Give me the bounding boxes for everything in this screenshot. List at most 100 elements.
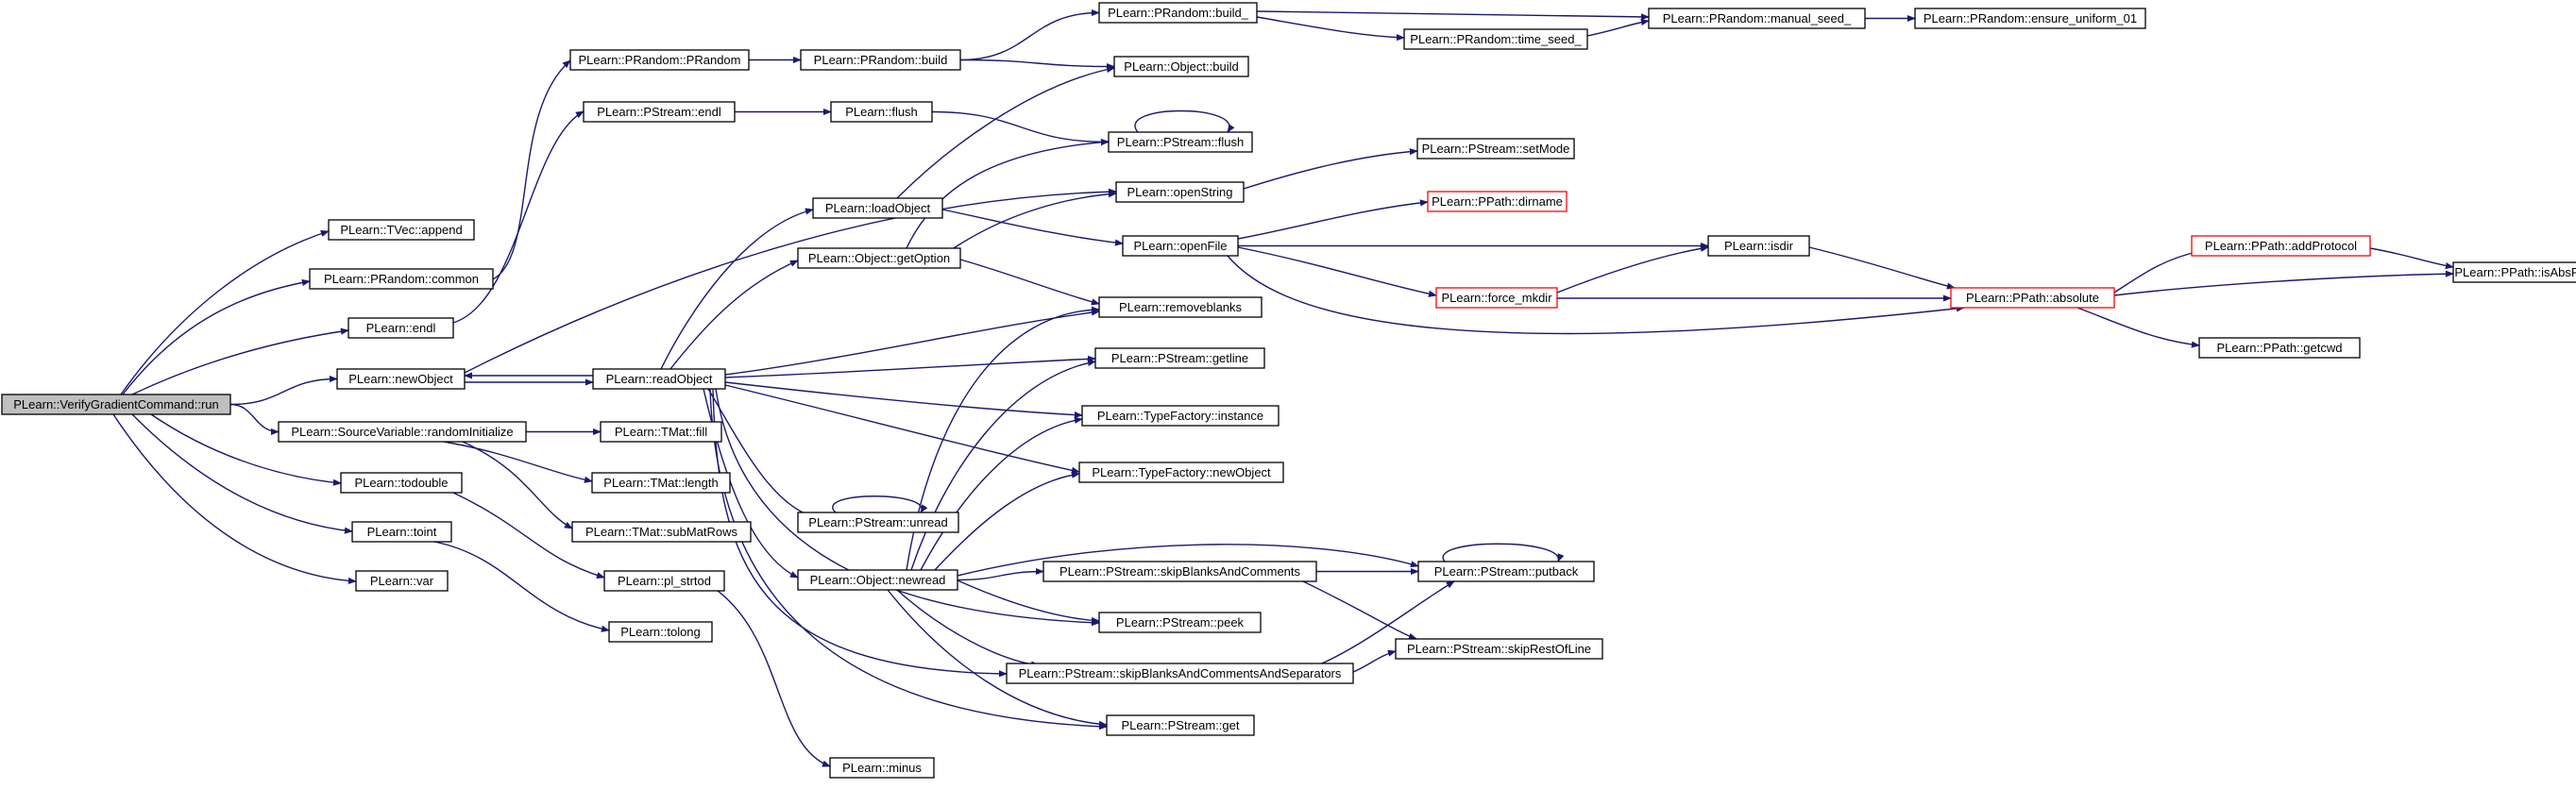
node-openFile[interactable]: PLearn::openFile bbox=[1122, 235, 1239, 257]
edge-getOption-to-openString bbox=[953, 191, 1117, 249]
node-box bbox=[1113, 56, 1249, 77]
node-dirname[interactable]: PLearn::PPath::dirname bbox=[1427, 191, 1568, 212]
node-box bbox=[1427, 191, 1568, 212]
node-prandom_build[interactable]: PLearn::PRandom::build bbox=[800, 49, 961, 71]
node-tmat_length[interactable]: PLearn::TMat::length bbox=[591, 472, 731, 494]
edge-loadObject-to-object_build bbox=[896, 66, 1115, 199]
node-box bbox=[1950, 287, 2115, 309]
edge-addProtocol-to-isAbsPath bbox=[2369, 247, 2454, 270]
node-endl[interactable]: PLearn::endl bbox=[347, 317, 454, 339]
edge-unread-to-unread bbox=[832, 495, 928, 513]
node-label: PLearn::PStream::get bbox=[1121, 718, 1239, 732]
node-tmat_subMatRows[interactable]: PLearn::TMat::subMatRows bbox=[571, 521, 752, 543]
node-flush[interactable]: PLearn::flush bbox=[830, 101, 933, 123]
node-label: PLearn::PPath::dirname bbox=[1432, 194, 1563, 209]
node-tolong[interactable]: PLearn::tolong bbox=[608, 621, 713, 643]
node-box bbox=[1098, 296, 1263, 318]
node-manual_seed_[interactable]: PLearn::PRandom::manual_seed_ bbox=[1648, 8, 1866, 29]
node-box bbox=[600, 421, 722, 443]
node-label: PLearn::PStream::getline bbox=[1111, 351, 1248, 365]
node-label: PLearn::minus bbox=[842, 761, 922, 775]
node-skipBlanksAndComments[interactable]: PLearn::PStream::skipBlanksAndComments bbox=[1042, 561, 1317, 582]
node-object_build[interactable]: PLearn::Object::build bbox=[1113, 56, 1249, 77]
node-absolute[interactable]: PLearn::PPath::absolute bbox=[1950, 287, 2115, 309]
node-openString[interactable]: PLearn::openString bbox=[1115, 181, 1245, 203]
node-isdir[interactable]: PLearn::isdir bbox=[1707, 235, 1810, 257]
node-label: PLearn::TMat::subMatRows bbox=[585, 525, 738, 539]
node-label: PLearn::PStream::peek bbox=[1116, 615, 1245, 630]
node-prandom_ctor[interactable]: PLearn::PRandom::PRandom bbox=[569, 49, 750, 71]
node-tf_newObject[interactable]: PLearn::TypeFactory::newObject bbox=[1078, 462, 1284, 483]
node-newObject[interactable]: PLearn::newObject bbox=[336, 368, 466, 390]
node-box bbox=[1094, 347, 1265, 369]
edge-absolute-to-addProtocol bbox=[2113, 249, 2201, 294]
node-label: PLearn::toint bbox=[367, 525, 437, 539]
edge-run-to-newObject bbox=[229, 375, 338, 406]
node-removeblanks[interactable]: PLearn::removeblanks bbox=[1098, 296, 1263, 318]
node-label: PLearn::tolong bbox=[620, 625, 701, 639]
node-label: PLearn::TVec::append bbox=[340, 223, 462, 237]
node-box bbox=[309, 268, 494, 290]
node-tf_instance[interactable]: PLearn::TypeFactory::instance bbox=[1081, 405, 1280, 427]
node-isAbsPath[interactable]: PLearn::PPath::isAbsPath bbox=[2452, 261, 2576, 283]
node-time_seed_[interactable]: PLearn::PRandom::time_seed_ bbox=[1403, 28, 1588, 50]
node-getOption[interactable]: PLearn::Object::getOption bbox=[797, 247, 961, 269]
node-var[interactable]: PLearn::var bbox=[355, 570, 449, 592]
edge-force_mkdir-to-isdir bbox=[1556, 244, 1709, 294]
node-prandom_build_[interactable]: PLearn::PRandom::build_ bbox=[1098, 2, 1258, 24]
edge-getOption-to-pstream_flush bbox=[906, 139, 1110, 249]
edge-readObject-to-getOption bbox=[669, 260, 799, 370]
edge-newread-to-pstream_get bbox=[887, 589, 1108, 728]
node-skipRestOfLine[interactable]: PLearn::PStream::skipRestOfLine bbox=[1395, 638, 1603, 660]
node-peek[interactable]: PLearn::PStream::peek bbox=[1098, 612, 1262, 633]
node-run[interactable]: PLearn::VerifyGradientCommand::run bbox=[1, 394, 231, 415]
edge-run-to-toint bbox=[131, 413, 353, 534]
node-tvec_append[interactable]: PLearn::TVec::append bbox=[328, 219, 475, 241]
node-getcwd[interactable]: PLearn::PPath::getcwd bbox=[2198, 337, 2361, 359]
node-newread[interactable]: PLearn::Object::newread bbox=[797, 569, 958, 591]
node-force_mkdir[interactable]: PLearn::force_mkdir bbox=[1435, 287, 1558, 309]
node-pstream_get[interactable]: PLearn::PStream::get bbox=[1106, 714, 1255, 736]
node-toint[interactable]: PLearn::toint bbox=[351, 521, 452, 543]
node-getline[interactable]: PLearn::PStream::getline bbox=[1094, 347, 1265, 369]
node-label: PLearn::flush bbox=[845, 105, 918, 119]
edge-flush-to-pstream_flush bbox=[931, 110, 1110, 146]
node-loadObject[interactable]: PLearn::loadObject bbox=[812, 197, 943, 219]
node-pstream_flush[interactable]: PLearn::PStream::flush bbox=[1108, 131, 1253, 153]
node-box bbox=[1081, 405, 1280, 427]
edge-skipBlanksAndCommentsAndSeparators-to-skipRestOfLine bbox=[1352, 649, 1397, 673]
node-unread[interactable]: PLearn::PStream::unread bbox=[797, 512, 959, 533]
node-box bbox=[1006, 663, 1354, 684]
node-prandom_common[interactable]: PLearn::PRandom::common bbox=[309, 268, 494, 290]
node-label: PLearn::readObject bbox=[606, 372, 713, 386]
node-label: PLearn::var bbox=[370, 574, 434, 588]
node-addProtocol[interactable]: PLearn::PPath::addProtocol bbox=[2191, 235, 2371, 257]
node-todouble[interactable]: PLearn::todouble bbox=[340, 472, 463, 494]
edge-pl_strtod-to-minus bbox=[717, 590, 831, 767]
node-box bbox=[1115, 181, 1245, 203]
edge-readObject-to-peek bbox=[715, 388, 1100, 627]
edge-openFile-to-absolute bbox=[1227, 255, 1965, 335]
edge-randomInitialize-to-tmat_length bbox=[443, 441, 593, 483]
node-box bbox=[1435, 287, 1558, 309]
node-minus[interactable]: PLearn::minus bbox=[829, 757, 935, 779]
node-box bbox=[608, 621, 713, 643]
edge-prandom_build-to-prandom_build_ bbox=[959, 8, 1100, 61]
edge-toint-to-tolong bbox=[433, 541, 610, 632]
node-label: PLearn::loadObject bbox=[825, 201, 931, 215]
node-label: PLearn::SourceVariable::randomInitialize bbox=[291, 425, 513, 439]
node-label: PLearn::openString bbox=[1127, 185, 1232, 199]
node-label: PLearn::PStream::skipRestOfLine bbox=[1407, 642, 1591, 656]
node-putback[interactable]: PLearn::PStream::putback bbox=[1417, 561, 1595, 582]
node-skipBlanksAndCommentsAndSeparators[interactable]: PLearn::PStream::skipBlanksAndCommentsAn… bbox=[1006, 663, 1354, 684]
edge-run-to-tvec_append bbox=[120, 230, 330, 395]
node-readObject[interactable]: PLearn::readObject bbox=[592, 368, 726, 390]
node-pstream_endl[interactable]: PLearn::PStream::endl bbox=[583, 101, 736, 123]
node-tmat_fill[interactable]: PLearn::TMat::fill bbox=[600, 421, 722, 443]
node-box bbox=[1648, 8, 1866, 29]
node-pl_strtod[interactable]: PLearn::pl_strtod bbox=[603, 570, 725, 592]
node-setMode[interactable]: PLearn::PStream::setMode bbox=[1416, 138, 1575, 159]
node-ensure_uniform_01[interactable]: PLearn::PRandom::ensure_uniform_01 bbox=[1914, 8, 2146, 29]
node-randomInitialize[interactable]: PLearn::SourceVariable::randomInitialize bbox=[278, 421, 527, 443]
